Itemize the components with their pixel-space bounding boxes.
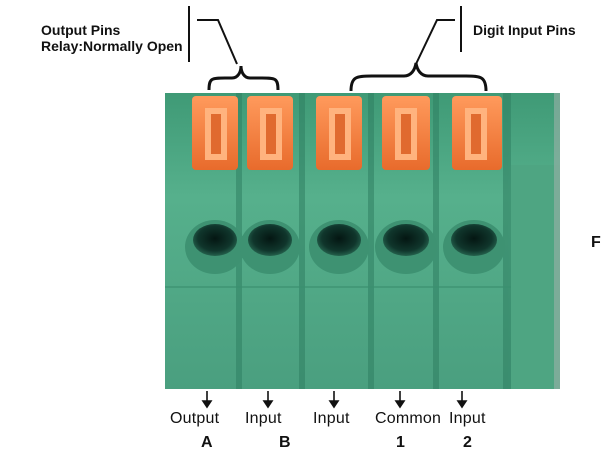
terminal-1-sub: A <box>201 434 213 451</box>
arrow-5 <box>456 391 468 409</box>
wire-holes <box>185 220 505 274</box>
edge-letter-label: F <box>591 234 601 251</box>
hole-5 <box>443 220 505 274</box>
header-lines <box>188 6 462 65</box>
levers <box>192 96 502 170</box>
pin-arrows <box>201 391 468 409</box>
hole-4 <box>375 220 437 274</box>
lever-1 <box>192 96 238 170</box>
terminal-4-sub: 1 <box>396 434 405 451</box>
arrow-1 <box>201 391 213 409</box>
arrow-4 <box>394 391 406 409</box>
output-pins-brace <box>207 65 280 91</box>
arrow-3 <box>328 391 340 409</box>
terminal-2-label: Input <box>245 410 282 427</box>
lever-3 <box>316 96 362 170</box>
hole-1 <box>185 220 245 274</box>
output-pins-label: Output Pins <box>41 22 121 38</box>
arrow-2 <box>262 391 274 409</box>
end-plate <box>511 165 560 389</box>
terminal-5-sub: 2 <box>463 434 472 451</box>
terminal-3-label: Input <box>313 410 350 427</box>
digit-input-pins-brace <box>349 62 488 92</box>
lever-5 <box>452 96 502 170</box>
digit-input-pins-label: Digit Input Pins <box>473 22 576 38</box>
terminal-4-label: Common <box>375 410 442 427</box>
lever-2 <box>247 96 293 170</box>
hole-3 <box>309 220 369 274</box>
relay-type-label: Relay:Normally Open <box>41 38 183 54</box>
terminal-1-label: Output <box>170 410 220 427</box>
hole-2 <box>240 220 300 274</box>
lever-4 <box>382 96 430 170</box>
terminal-2-sub: B <box>279 434 291 451</box>
terminal-5-label: Input <box>449 410 486 427</box>
